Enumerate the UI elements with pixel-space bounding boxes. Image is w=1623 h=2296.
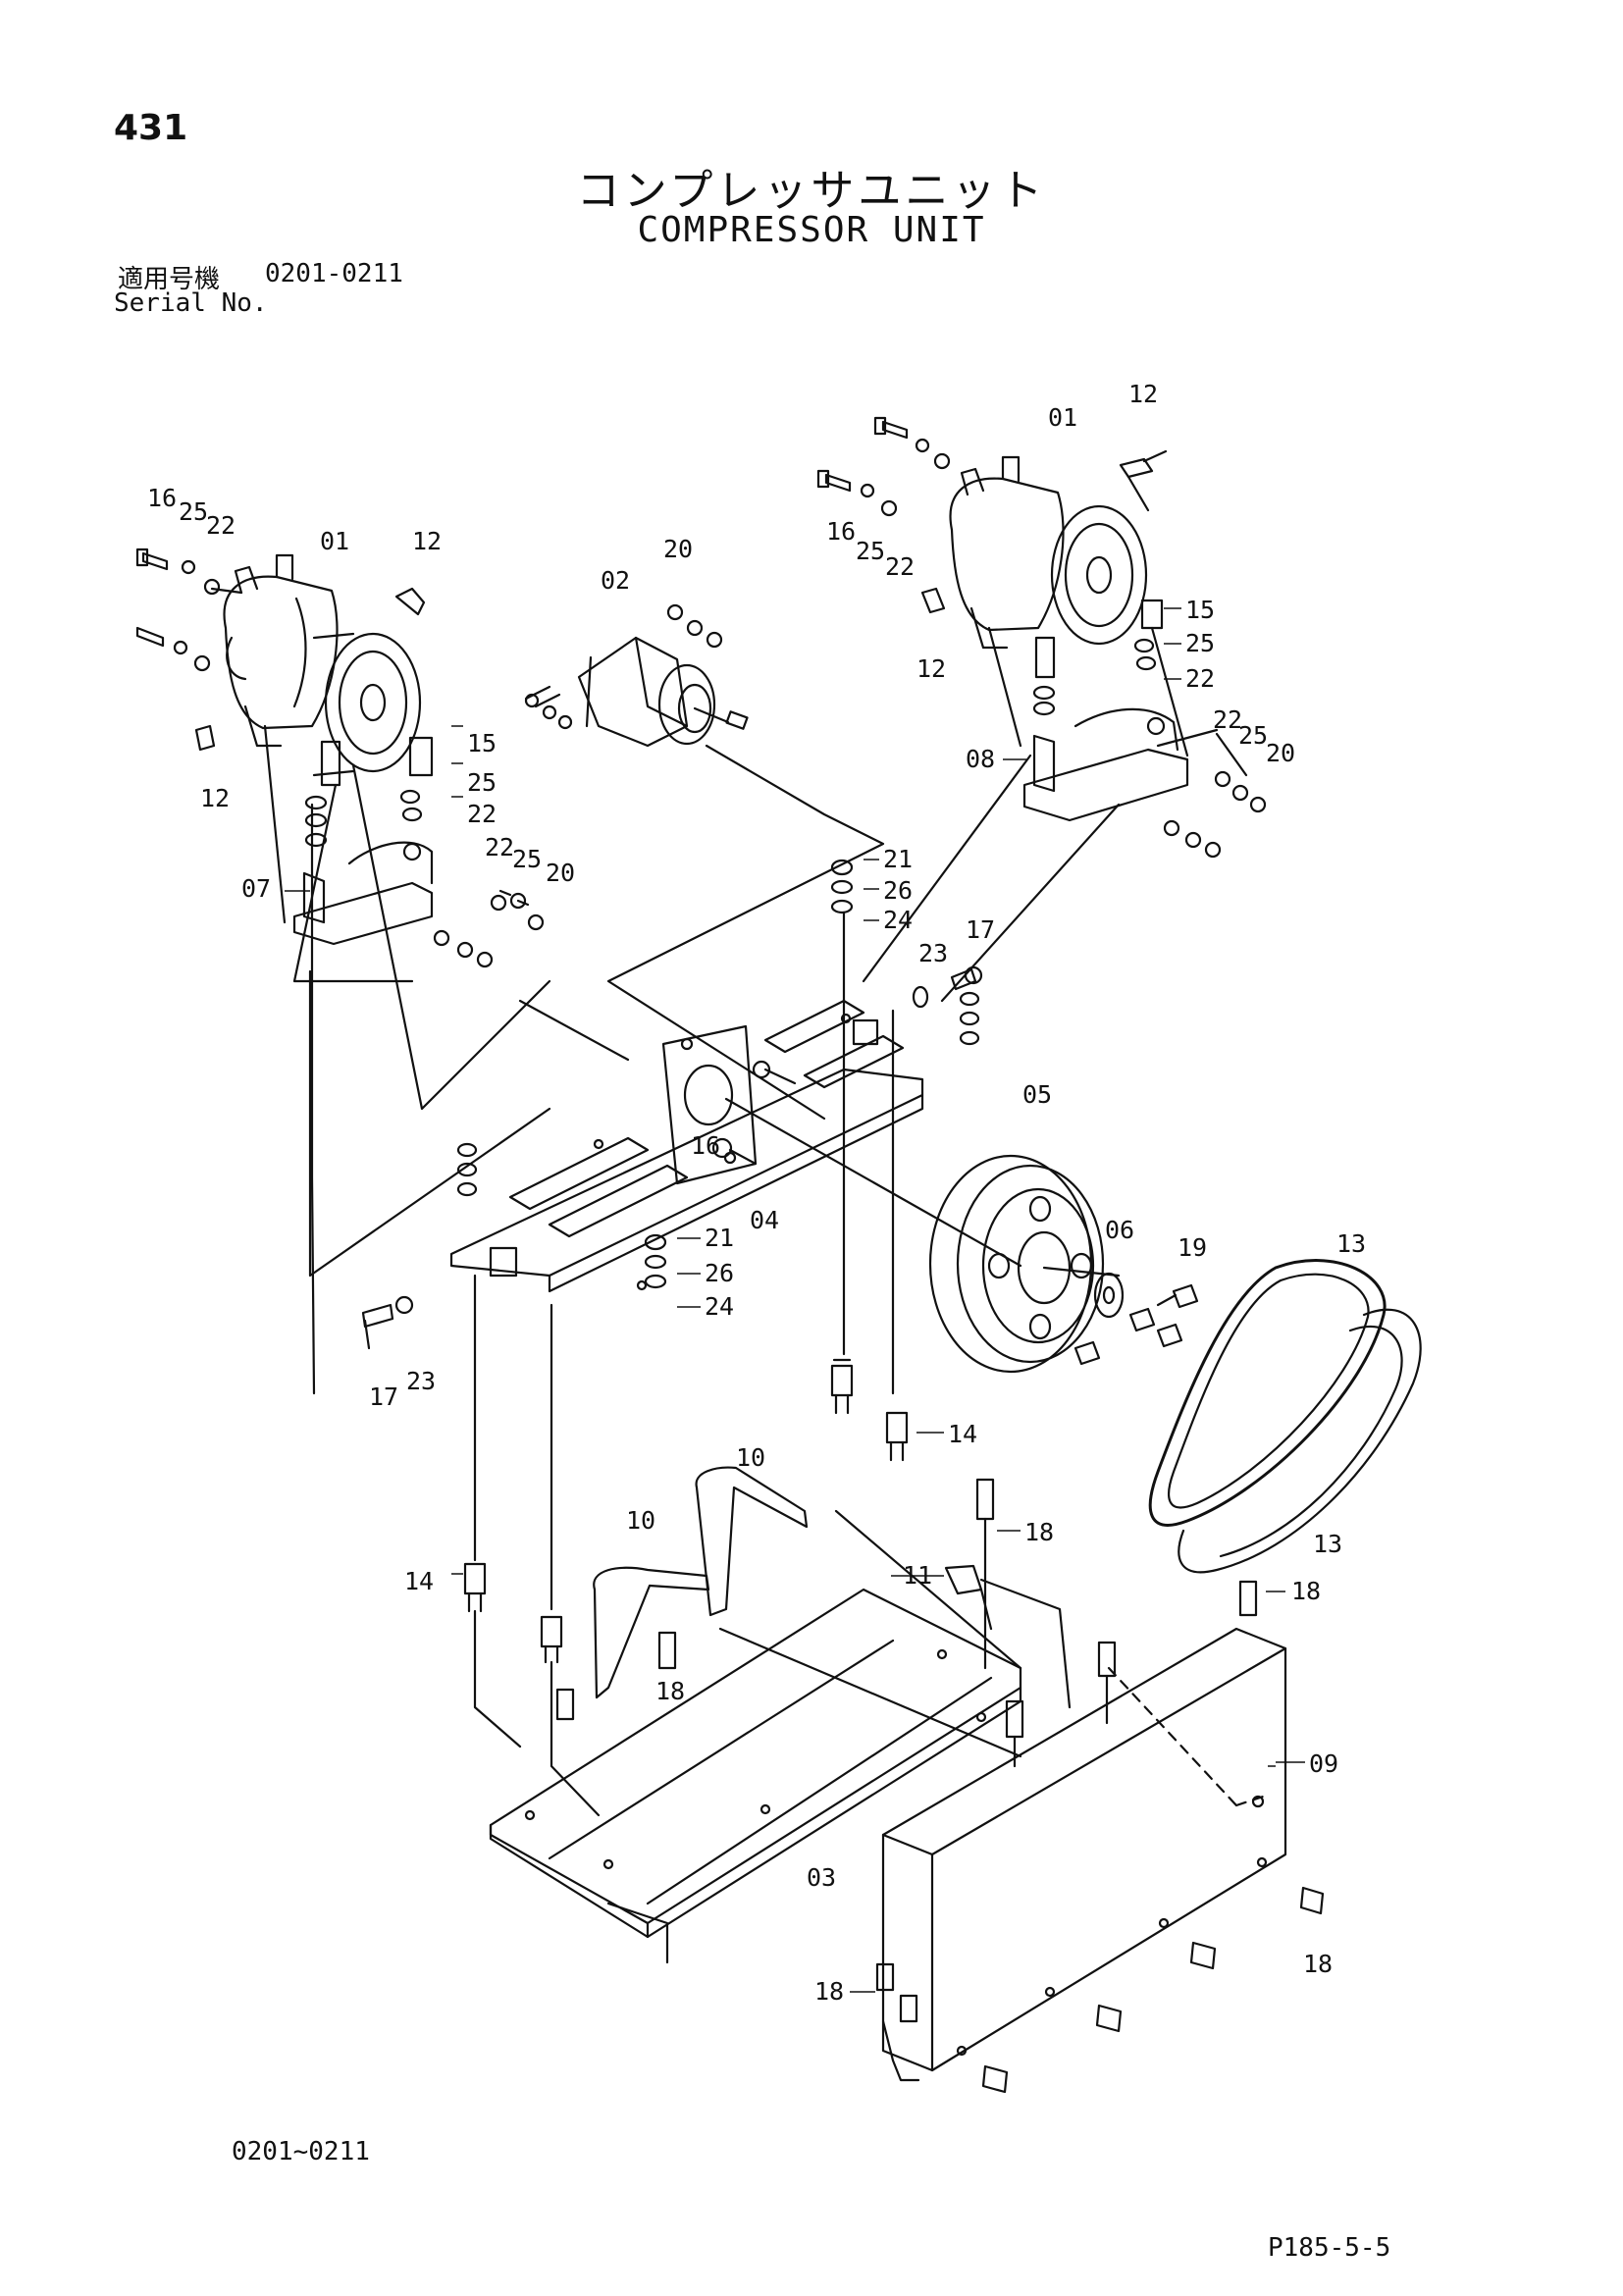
callout-10-upper: 10 [736, 1443, 765, 1472]
callout-12-d: 12 [916, 654, 946, 683]
callout-25-c: 25 [512, 845, 542, 873]
compressor-left [223, 553, 422, 777]
footer-page-code: P185-5-5 [1268, 2233, 1391, 2263]
callout-20-a: 20 [663, 535, 693, 563]
serial-label-japanese: 適用号機 [118, 265, 221, 294]
callout-16-c: 16 [691, 1131, 720, 1160]
callout-26-lower: 26 [705, 1259, 734, 1287]
callout-15-right: 15 [1185, 596, 1215, 624]
page-number: 431 [114, 108, 188, 148]
callout-01-right: 01 [1048, 403, 1077, 432]
callout-16-b: 16 [826, 517, 856, 546]
callout-05: 05 [1022, 1080, 1052, 1109]
callout-10-lower: 10 [626, 1506, 655, 1535]
callout-18-a: 18 [1024, 1518, 1054, 1546]
callout-25-b: 25 [467, 768, 497, 797]
callout-24-lower: 24 [705, 1292, 734, 1321]
v-belts [1148, 1259, 1422, 1574]
callout-25-a: 25 [179, 497, 208, 526]
callout-24-upper: 24 [883, 906, 913, 934]
footer-serial-range: 0201~0211 [232, 2137, 370, 2166]
callout-23-right: 23 [918, 939, 948, 967]
hardware-left-top [135, 548, 434, 848]
bracket-left [292, 841, 545, 968]
compressor-right [949, 449, 1168, 650]
base-plate [489, 1588, 1022, 1964]
bracket-right [1022, 707, 1267, 859]
callout-26-upper: 26 [883, 876, 913, 905]
callout-12-a: 12 [412, 527, 442, 555]
callout-01-left: 01 [320, 527, 349, 555]
callout-18-b: 18 [1291, 1577, 1321, 1605]
pulley [724, 1097, 1121, 1374]
callout-19: 19 [1178, 1233, 1207, 1262]
callout-22-c: 22 [485, 833, 514, 861]
mounting-bracket-assembly [449, 999, 924, 1293]
callout-13-lower: 13 [1313, 1530, 1342, 1558]
pulley-hub [1073, 1272, 1199, 1366]
callout-25-e: 25 [1185, 629, 1215, 657]
callout-03: 03 [807, 1863, 836, 1892]
callout-14-left: 14 [404, 1567, 434, 1595]
callout-21-lower: 21 [705, 1224, 734, 1252]
callout-07: 07 [241, 874, 271, 903]
page-title: COMPRESSOR UNIT [637, 210, 986, 250]
fasteners-center-right [830, 859, 983, 1395]
rubber-mounts [463, 1274, 909, 1817]
callout-22-a: 22 [206, 511, 236, 540]
callout-06: 06 [1105, 1216, 1134, 1244]
callout-25-f: 25 [1238, 721, 1268, 750]
callout-20-c: 20 [1266, 739, 1295, 767]
callout-17-left: 17 [369, 1383, 398, 1411]
page-title-japanese: コンプレッサユニット [576, 166, 1047, 216]
callout-labels: 01 01 02 03 04 05 06 07 08 09 10 10 11 1… [147, 380, 1366, 2006]
fasteners-center-left [361, 1142, 667, 1350]
callout-25-d: 25 [856, 537, 885, 565]
callout-02: 02 [601, 566, 630, 595]
callout-14-right: 14 [948, 1420, 977, 1448]
callout-20-b: 20 [546, 859, 575, 887]
callout-16-a: 16 [147, 484, 177, 512]
callout-22-d: 22 [885, 552, 915, 581]
callout-22-b: 22 [467, 800, 497, 828]
serial-label: Serial No. [114, 288, 268, 318]
callout-22-e: 22 [1185, 664, 1215, 693]
callout-13-upper: 13 [1336, 1229, 1366, 1258]
callout-12-b: 12 [200, 784, 230, 812]
callout-18-d: 18 [814, 1977, 844, 2006]
callout-17-right: 17 [966, 915, 995, 944]
hardware-right-top [816, 416, 1164, 716]
serial-range: 0201-0211 [265, 259, 403, 288]
cover-box [881, 1627, 1287, 2072]
callout-22-f: 22 [1213, 705, 1242, 734]
callout-12-c: 12 [1128, 380, 1158, 408]
callout-21-upper: 21 [883, 845, 913, 873]
bolts-18 [555, 1478, 1325, 2094]
callout-09: 09 [1309, 1749, 1338, 1778]
callout-18-e: 18 [1303, 1950, 1333, 1978]
callout-23-left: 23 [406, 1367, 436, 1395]
callout-18-c: 18 [655, 1677, 685, 1705]
callout-04: 04 [750, 1206, 779, 1234]
callout-15-left: 15 [467, 729, 497, 757]
hydraulic-motor [524, 603, 749, 748]
callout-08: 08 [966, 745, 995, 773]
